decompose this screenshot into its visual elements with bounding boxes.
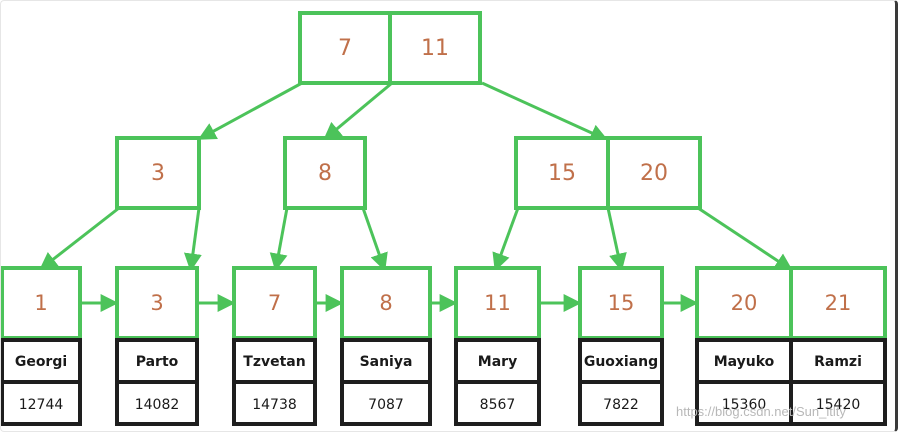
root-node-key: 7 (338, 36, 352, 61)
record-value: 14082 (135, 397, 180, 413)
edge-node-15-20-to-leaf-11 (492, 207, 520, 272)
record-value-cell (232, 380, 317, 426)
record-value-cell (789, 380, 887, 426)
leaf-node-6-key-cell (789, 266, 887, 340)
leaf-node-6-key: 21 (825, 291, 852, 315)
edge-root-to-node-15-20 (481, 81, 609, 142)
record-name: Ramzi (814, 354, 862, 370)
record-value-cell (115, 380, 199, 426)
edge-root-to-node-3 (197, 81, 303, 140)
internal-node-1-key-cell (283, 136, 367, 210)
record-value: 14738 (252, 397, 297, 413)
watermark: https://blog.csdn.net/Sun_itlty (676, 404, 846, 419)
internal-node-0-key: 3 (151, 161, 165, 186)
leaf-node-2-key: 7 (268, 291, 281, 315)
record-name: Guoxiang (584, 354, 658, 370)
edge-node-8-to-leaf-7 (269, 207, 289, 272)
edge-node-15-20-to-leaf-15 (606, 207, 627, 272)
record-name: Parto (136, 354, 179, 370)
record-value: 7822 (603, 397, 639, 413)
record-name: Tzvetan (243, 354, 305, 370)
leaf-node-3-key-cell (340, 266, 432, 340)
leaf-node-1-key: 3 (150, 291, 163, 315)
leaf-node-4-key-cell (454, 266, 541, 340)
record-value-cell (340, 380, 432, 426)
record-value-cell (0, 380, 82, 426)
leaf-node-5-key: 15 (608, 291, 635, 315)
record-value: 8567 (480, 397, 516, 413)
internal-node-0-key-cell (115, 136, 201, 210)
internal-node-2-key: 15 (548, 161, 576, 186)
record-value: 12744 (19, 397, 64, 413)
record-value: 7087 (368, 397, 404, 413)
record-name-cell (454, 338, 541, 384)
record-name: Georgi (15, 354, 67, 370)
edge-node-15-20-to-leaf-20-21 (697, 206, 794, 271)
root-node-key-cell (388, 11, 482, 85)
record-value-cell (454, 380, 541, 426)
record-name: Saniya (360, 354, 413, 370)
record-name-cell (340, 338, 432, 384)
edge-node-3-to-leaf-3 (183, 207, 202, 272)
edge-root-to-node-8 (323, 81, 393, 141)
internal-node-2-key-cell (606, 136, 702, 210)
leaf-node-3-key: 8 (379, 291, 392, 315)
leaf-node-4-key: 11 (484, 291, 511, 315)
internal-node-1-key: 8 (318, 161, 332, 186)
leaf-node-1-key-cell (115, 266, 199, 340)
edge-node-3-to-leaf-1 (39, 206, 120, 271)
internal-node-2-key: 20 (640, 161, 668, 186)
record-value: 15420 (816, 397, 861, 413)
record-value-cell (578, 380, 664, 426)
record-name: Mary (478, 354, 517, 370)
record-value: 15360 (722, 397, 767, 413)
root-node-key: 11 (421, 36, 449, 61)
root-node-key-cell (298, 11, 392, 85)
record-name: Mayuko (714, 354, 775, 370)
edge-node-8-to-leaf-8 (361, 207, 388, 272)
leaf-node-6-key: 20 (731, 291, 758, 315)
leaf-node-0-key: 1 (34, 291, 47, 315)
